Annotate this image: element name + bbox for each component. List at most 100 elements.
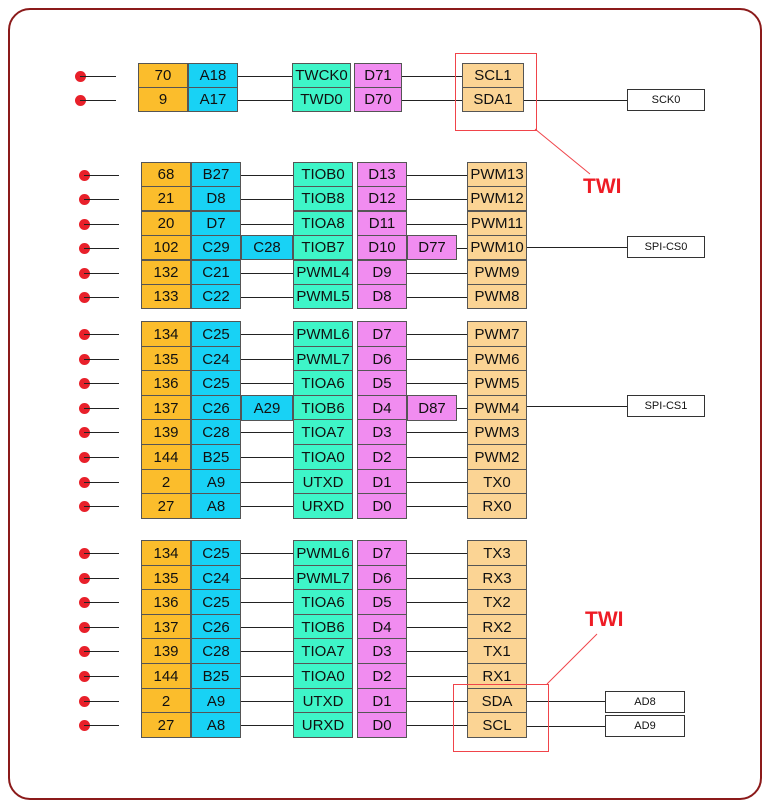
connector — [407, 553, 467, 554]
peripheral-function: URXD — [293, 712, 353, 738]
pin-number: 139 — [141, 638, 191, 664]
pin-lead — [84, 359, 119, 360]
digital-pin: D7 — [357, 321, 407, 347]
port-pin: A8 — [191, 712, 241, 738]
signal-name: PWM7 — [467, 321, 527, 347]
pin-number: 102 — [141, 235, 191, 260]
output-connector — [527, 247, 627, 248]
connector — [407, 676, 467, 677]
connector — [241, 651, 293, 652]
port-pin: B25 — [191, 444, 241, 470]
digital-pin: D9 — [357, 260, 407, 285]
pin-lead — [84, 198, 119, 200]
pin-lead — [84, 457, 119, 458]
connector — [407, 223, 467, 225]
connector — [407, 174, 467, 176]
port-pin: A8 — [191, 493, 241, 519]
pin-number: 136 — [141, 589, 191, 615]
peripheral-function: TWD0 — [292, 87, 351, 112]
peripheral-function: TIOB8 — [293, 186, 353, 211]
port-pin: C26 — [191, 614, 241, 640]
peripheral-function: TIOB7 — [293, 235, 353, 260]
digital-pin: D70 — [354, 87, 402, 112]
peripheral-function: TIOB6 — [293, 395, 353, 421]
pin-lead — [84, 627, 119, 628]
connector — [241, 725, 293, 726]
peripheral-function: URXD — [293, 493, 353, 519]
port-pin: C22 — [191, 284, 241, 309]
pin-number: 137 — [141, 395, 191, 421]
connector — [241, 553, 293, 554]
connector — [407, 651, 467, 652]
digital-pin: D4 — [357, 395, 407, 421]
digital-pin-alt: D87 — [407, 395, 457, 421]
pin-number: 133 — [141, 284, 191, 309]
output-ad9: AD9 — [605, 715, 685, 737]
pin-number: 135 — [141, 346, 191, 372]
signal-name: PWM4 — [467, 395, 527, 421]
connector — [457, 408, 467, 409]
pin-number: 137 — [141, 614, 191, 640]
peripheral-function: TIOA0 — [293, 663, 353, 689]
pin-lead — [84, 578, 119, 579]
digital-pin: D0 — [357, 712, 407, 738]
connector — [407, 602, 467, 603]
pin-number: 9 — [138, 87, 188, 112]
pin-lead — [84, 334, 119, 335]
port-pin: D7 — [191, 211, 241, 236]
pin-number: 144 — [141, 663, 191, 689]
twi-highlight-box-bottom — [453, 684, 549, 752]
connector — [407, 334, 467, 335]
connector — [407, 272, 467, 274]
peripheral-function: PWML7 — [293, 565, 353, 591]
pin-lead — [84, 223, 119, 225]
pin-number: 134 — [141, 540, 191, 566]
connector — [241, 174, 293, 176]
connector — [241, 334, 293, 335]
port-pin: C28 — [191, 638, 241, 664]
pin-number: 21 — [141, 186, 191, 211]
connector — [407, 457, 467, 458]
twi-highlight-box-top — [455, 53, 537, 131]
signal-name: PWM12 — [467, 186, 527, 211]
pin-lead — [84, 272, 119, 274]
digital-pin: D13 — [357, 162, 407, 187]
output-connector — [527, 701, 605, 702]
connector — [241, 457, 293, 458]
port-pin: A17 — [188, 87, 238, 112]
connector — [407, 725, 467, 726]
pin-number: 27 — [141, 493, 191, 519]
pin-number: 68 — [141, 162, 191, 187]
port-pin: B27 — [191, 162, 241, 187]
connector — [238, 99, 292, 101]
output-connector — [527, 726, 605, 727]
digital-pin: D5 — [357, 589, 407, 615]
peripheral-function: PWML6 — [293, 540, 353, 566]
pin-lead — [84, 432, 119, 433]
pin-lead — [84, 174, 119, 176]
output-connector — [524, 100, 627, 101]
signal-name: SDA1 — [462, 87, 524, 112]
connector — [241, 676, 293, 677]
pin-number: 134 — [141, 321, 191, 347]
connector — [241, 578, 293, 579]
pin-lead — [84, 482, 119, 483]
digital-pin: D3 — [357, 419, 407, 445]
connector — [241, 432, 293, 433]
signal-name: SDA — [467, 688, 527, 714]
signal-name: RX0 — [467, 493, 527, 519]
connector — [241, 627, 293, 628]
port-pin: C21 — [191, 260, 241, 285]
pin-lead — [84, 247, 119, 249]
pin-number: 70 — [138, 63, 188, 88]
connector — [241, 506, 293, 507]
peripheral-function: TIOA6 — [293, 589, 353, 615]
connector — [241, 701, 293, 702]
connector — [241, 198, 293, 200]
twi-label-top: TWI — [583, 175, 622, 198]
output-sck0: SCK0 — [627, 89, 705, 111]
connector — [407, 701, 467, 702]
diagram-frame — [8, 8, 762, 800]
port-pin: C24 — [191, 565, 241, 591]
digital-pin: D3 — [357, 638, 407, 664]
